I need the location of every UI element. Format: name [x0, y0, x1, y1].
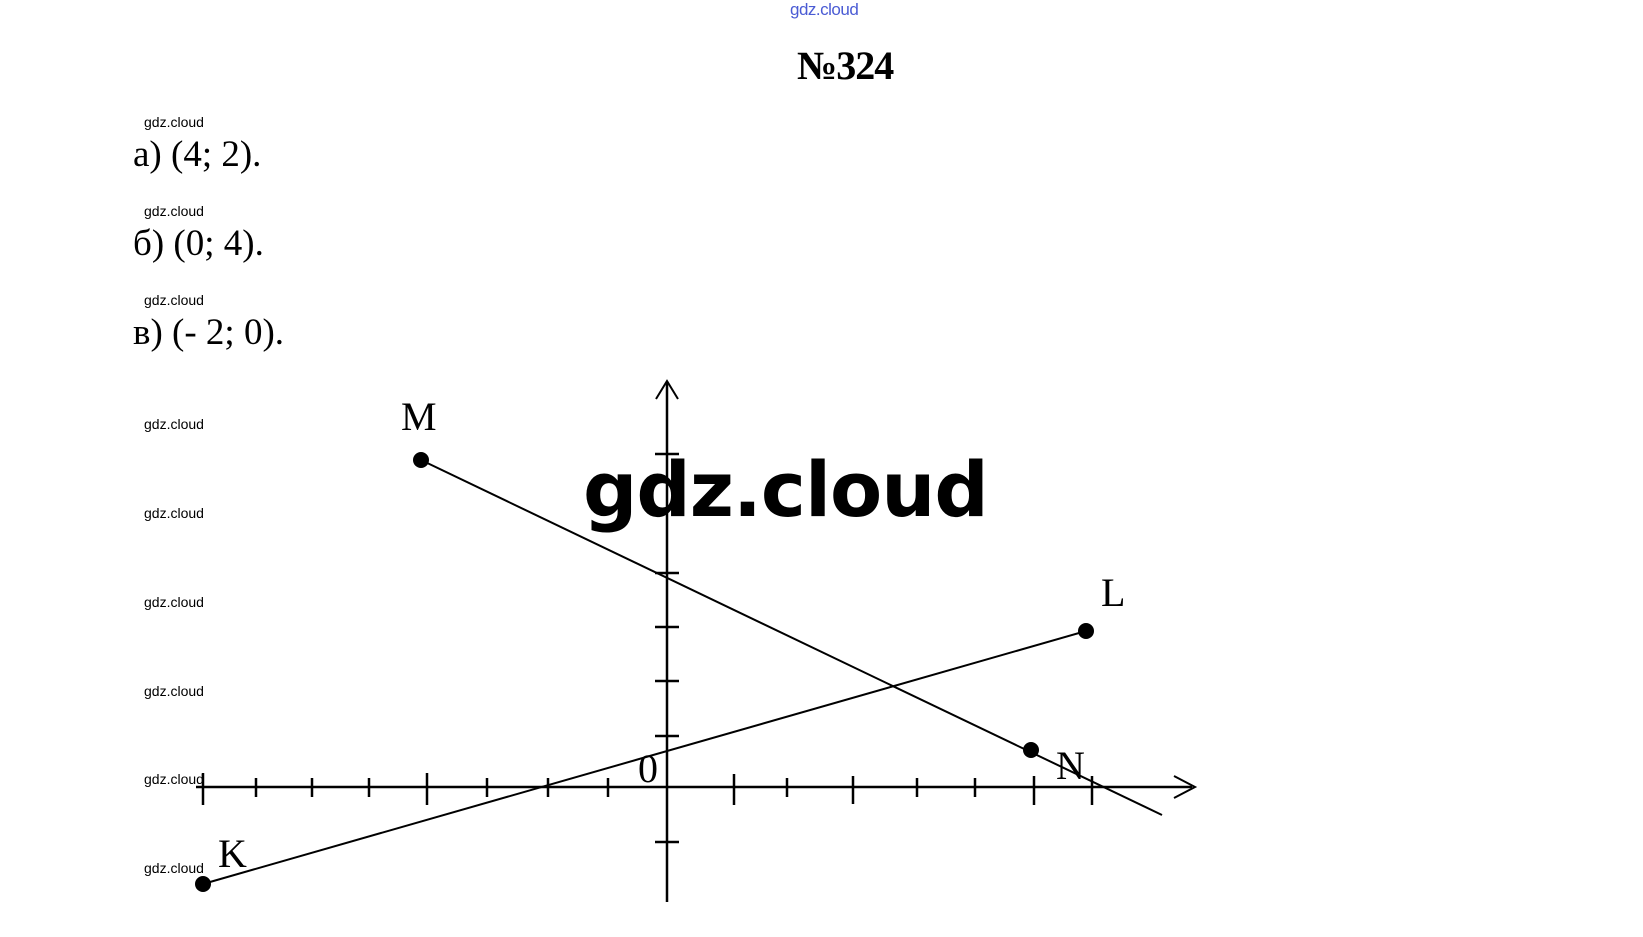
center-watermark: gdz.cloud — [583, 445, 989, 534]
origin-label: 0 — [638, 746, 658, 791]
label-k: K — [218, 831, 247, 876]
side-watermark: gdz.cloud — [144, 860, 204, 876]
side-watermark: gdz.cloud — [144, 771, 204, 787]
point-l — [1078, 623, 1094, 639]
point-n — [1023, 742, 1039, 758]
line-kl — [202, 630, 1087, 885]
side-watermark: gdz.cloud — [144, 683, 204, 699]
x-axis-arrow — [1173, 775, 1198, 799]
point-k — [195, 876, 211, 892]
label-l: L — [1101, 570, 1125, 615]
answer-c: в) (- 2; 0). — [133, 312, 285, 353]
side-watermark: gdz.cloud — [144, 594, 204, 610]
point-m — [413, 452, 429, 468]
line-mn — [420, 459, 1163, 816]
label-m: M — [401, 394, 437, 439]
answer-watermark: gdz.cloud — [144, 292, 204, 308]
site-watermark: gdz.cloud — [790, 0, 859, 19]
side-watermark: gdz.cloud — [144, 416, 204, 432]
x-axis-ticks — [201, 773, 1094, 805]
task-number: №324 — [797, 43, 894, 88]
label-n: N — [1056, 743, 1085, 788]
y-axis-arrow — [655, 379, 679, 400]
side-watermark: gdz.cloud — [144, 505, 204, 521]
answer-b: б) (0; 4). — [133, 223, 264, 264]
answer-watermark: gdz.cloud — [144, 203, 204, 219]
answer-a: а) (4; 2). — [133, 134, 262, 175]
answer-watermark: gdz.cloud — [144, 114, 204, 130]
